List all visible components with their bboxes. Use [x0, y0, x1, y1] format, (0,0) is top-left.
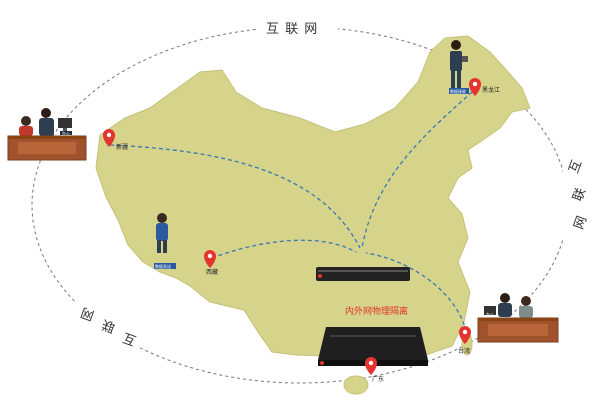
pin-xinjiang	[103, 129, 115, 147]
link-xizang	[211, 239, 357, 259]
ring-label-left-3: 互	[120, 329, 138, 348]
tiny-label-office-left: 办公	[62, 130, 70, 136]
label-heilongjiang: 黑龙江	[482, 86, 500, 94]
device-caption: 内外网物理隔离	[345, 305, 408, 317]
office-right	[477, 293, 559, 343]
tiny-label-office-right: 办公	[486, 311, 494, 317]
china-map	[95, 35, 531, 363]
hainan-island	[343, 375, 369, 395]
ring-label-top: 互 联 网	[266, 22, 318, 37]
label-xinjiang: 新疆	[116, 143, 128, 151]
ring-label-right-3: 网	[572, 213, 591, 231]
pin-guangdong	[365, 357, 377, 375]
ring-label-left-2: 联	[99, 316, 117, 335]
office-left	[7, 108, 87, 161]
person-north	[449, 40, 469, 94]
pin-xizang	[204, 250, 216, 268]
label-xizang: 西藏	[206, 268, 218, 276]
ring-label-right-2: 联	[571, 185, 590, 203]
link-taiwan	[365, 252, 467, 333]
ring-label-right-1: 互	[567, 157, 586, 175]
link-xinjiang	[109, 144, 361, 249]
person-west	[154, 213, 176, 269]
connection-lines	[109, 91, 473, 333]
ring-label-left-1: 网	[78, 304, 96, 323]
label-taiwan: 台湾	[458, 347, 470, 355]
label-guangdong: 广东	[372, 375, 384, 383]
isolation-device-upper	[316, 267, 410, 281]
tiny-label-person-north: 数据接收	[450, 88, 466, 94]
tiny-label-person-west: 数据发送	[155, 263, 171, 269]
pin-taiwan	[459, 326, 471, 344]
link-heilongjiang	[361, 91, 473, 249]
pin-heilongjiang	[469, 78, 481, 96]
